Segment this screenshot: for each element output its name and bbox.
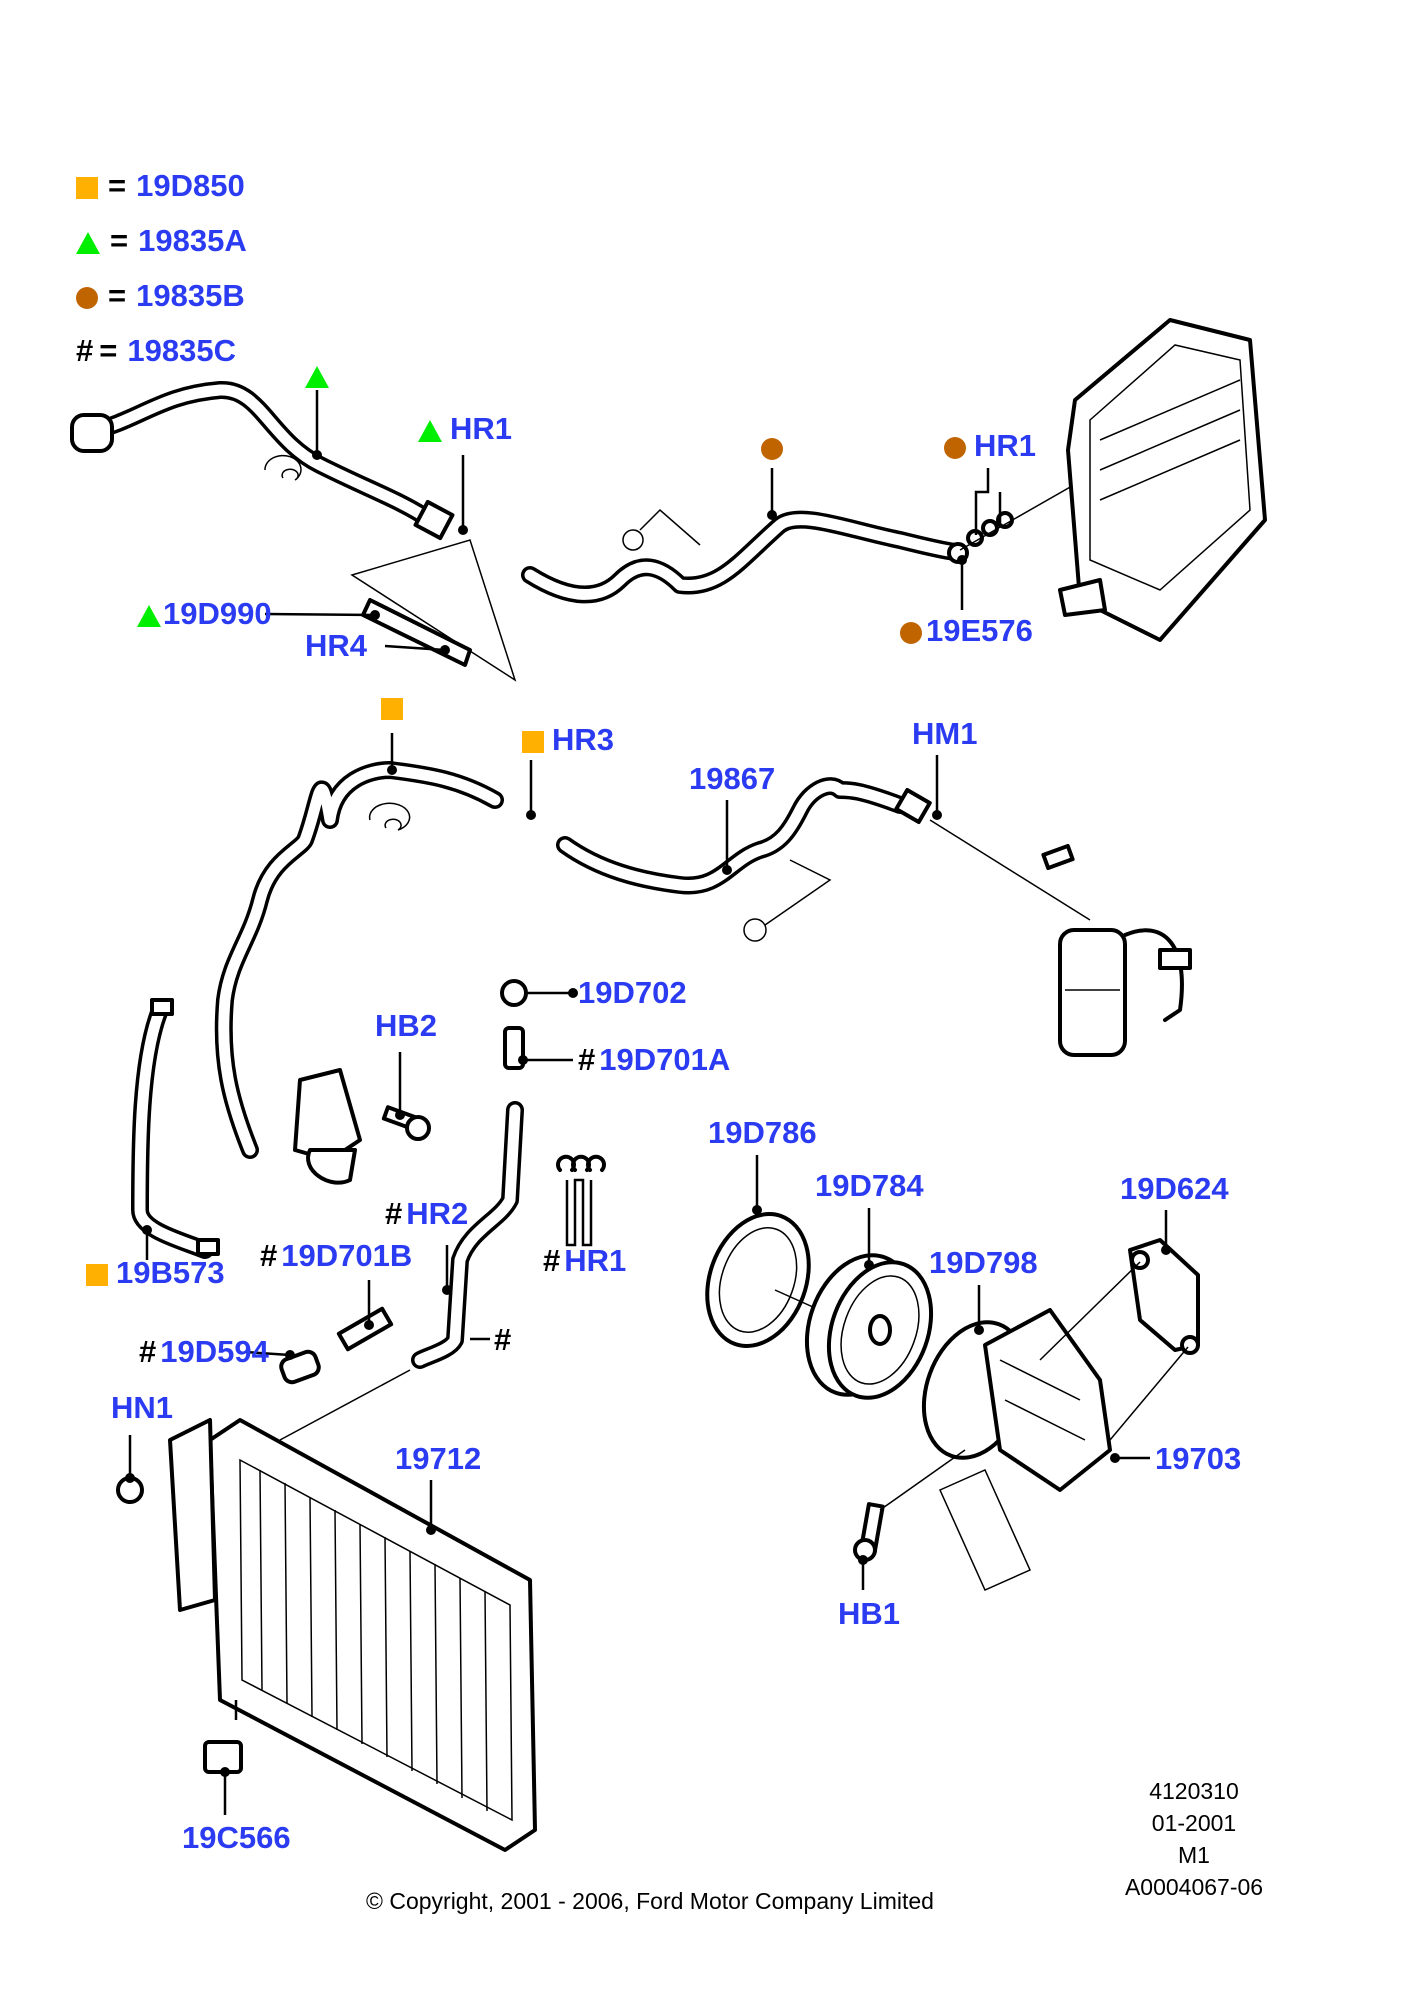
hash-icon: # <box>76 333 94 368</box>
cap-and-valve <box>500 979 528 1070</box>
legend-item-19835c: #=19835C <box>76 333 236 368</box>
callout-19867: 19867 <box>689 761 776 796</box>
callout-19703: 19703 <box>1155 1441 1242 1476</box>
green-triangle-icon <box>305 366 329 388</box>
brown-circle-icon <box>944 436 966 459</box>
legend-part: 19835A <box>138 223 247 258</box>
suction-hose-19835a <box>70 381 455 541</box>
callout-19712: 19712 <box>395 1441 482 1476</box>
condenser-19712 <box>116 1418 537 1852</box>
callout-hb1: HB1 <box>838 1596 901 1631</box>
orange-square-icon <box>76 176 98 199</box>
brown-circle-icon <box>761 438 783 460</box>
harness-19b573 <box>131 998 220 1259</box>
callout-hr1-liquid: HR1 <box>944 430 1036 461</box>
callout-19b573: 19B573 <box>86 1257 225 1288</box>
callout-19d784: 19D784 <box>815 1168 924 1203</box>
pulley-19d784 <box>804 1253 934 1400</box>
callout-hn1: HN1 <box>111 1390 174 1425</box>
reference-model: M1 <box>1178 1842 1210 1868</box>
green-triangle-icon <box>76 231 100 254</box>
hash-icon: # <box>543 1243 561 1278</box>
legend-item-19d850: =19D850 <box>76 170 245 201</box>
callout-19e576: 19E576 <box>900 615 1033 646</box>
callout-19d702: 19D702 <box>578 975 687 1010</box>
valve-19d990 <box>350 539 517 682</box>
callout-hash-pipe: # <box>494 1322 512 1357</box>
bracket-19d624 <box>1039 1238 1200 1441</box>
callout-hb2: HB2 <box>375 1008 438 1043</box>
hash-icon: # <box>578 1042 596 1077</box>
callout-19d990: 19D990 <box>137 598 272 629</box>
callout-19d594: #19D594 <box>139 1334 269 1369</box>
callout-hr4: HR4 <box>305 628 368 663</box>
legend-part: 19835C <box>127 333 236 368</box>
orange-square-icon <box>522 730 544 753</box>
leader-lines <box>128 390 1168 1815</box>
evaporator-housing <box>1058 318 1267 642</box>
bolt-hb1 <box>853 1449 966 1562</box>
liquid-pipe-19835c <box>279 1101 606 1441</box>
receiver-drier <box>1041 843 1192 1057</box>
callout-19d624: 19D624 <box>1120 1171 1229 1206</box>
orange-square-icon <box>381 698 403 720</box>
bolt-hb2 <box>381 1105 431 1141</box>
copyright-notice: © Copyright, 2001 - 2006, Ford Motor Com… <box>366 1888 934 1914</box>
reference-illustration-id: A0004067-06 <box>1124 1874 1264 1900</box>
legend-part: 19835B <box>136 278 245 313</box>
reference-number: 4120310 <box>1149 1778 1239 1804</box>
callout-19d701a: #19D701A <box>578 1042 731 1077</box>
hash-icon: # <box>139 1334 157 1369</box>
callout-19d701b: #19D701B <box>260 1238 413 1273</box>
leader-dots <box>125 450 1171 1777</box>
legend-item-19835b: =19835B <box>76 280 245 311</box>
legend-item-19835a: =19835A <box>76 225 247 256</box>
green-triangle-icon <box>137 604 161 627</box>
callout-hm1: HM1 <box>912 716 978 751</box>
brown-circle-icon <box>76 286 98 309</box>
green-triangle-icon <box>418 419 442 442</box>
callout-19d786: 19D786 <box>708 1115 817 1150</box>
liquid-line-19867 <box>556 777 1091 942</box>
reference-date: 01-2001 <box>1151 1810 1237 1836</box>
liquid-line-19835b <box>521 508 969 604</box>
hash-icon: # <box>385 1196 403 1231</box>
orange-square-icon <box>86 1263 108 1286</box>
callout-hr2: #HR2 <box>385 1196 469 1231</box>
callout-hr1-lower: #HR1 <box>543 1243 627 1278</box>
discharge-line-19d850 <box>214 761 504 1185</box>
callout-19d798: 19D798 <box>929 1245 1038 1280</box>
callout-hr1-suction: HR1 <box>418 413 512 444</box>
compressor-19703 <box>921 1308 1112 1591</box>
brown-circle-icon <box>900 621 922 644</box>
reference-block: 4120310 01-2001 M1 A0004067-06 <box>1094 1775 1294 1903</box>
legend-part: 19D850 <box>136 168 245 203</box>
callout-19c566: 19C566 <box>182 1820 291 1855</box>
callout-hr3: HR3 <box>522 724 614 755</box>
hash-icon: # <box>260 1238 278 1273</box>
